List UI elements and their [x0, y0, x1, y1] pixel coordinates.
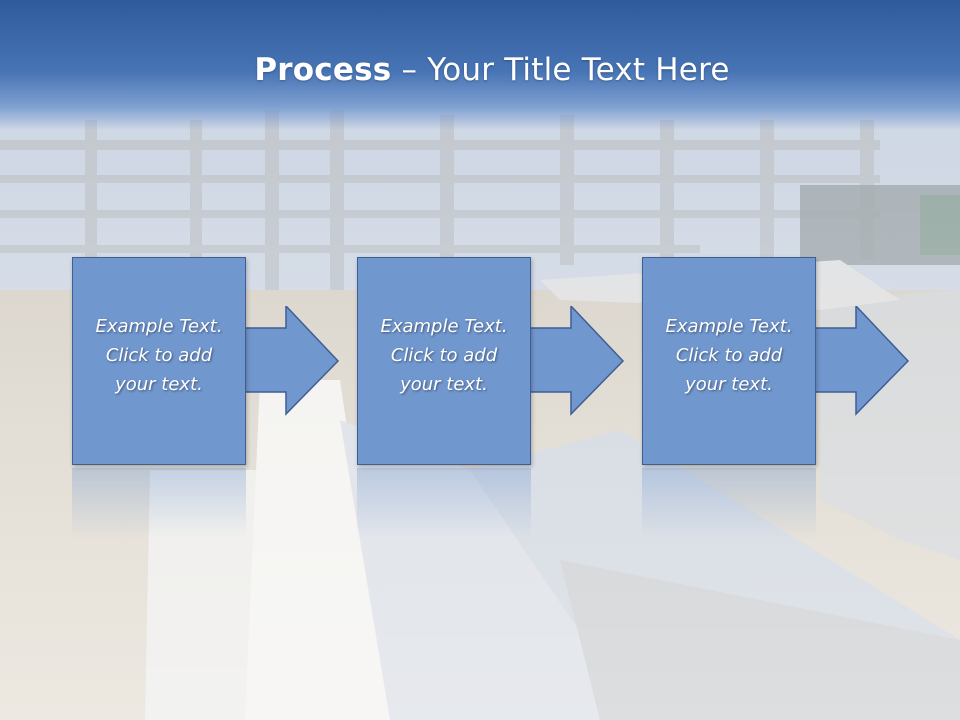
step-1-text[interactable]: Example Text. Click to add your text.	[73, 312, 245, 399]
step-2-reflection	[357, 468, 531, 538]
step-3-reflection	[642, 468, 816, 538]
process-step-1[interactable]: Example Text. Click to add your text.	[72, 257, 246, 465]
step-2-text[interactable]: Example Text. Click to add your text.	[358, 312, 530, 399]
right-arrow-icon	[236, 306, 340, 416]
title-band	[0, 0, 960, 130]
process-step-2[interactable]: Example Text. Click to add your text.	[357, 257, 531, 465]
title-rest-text: – Your Title Text Here	[391, 52, 730, 88]
step-3-line-3: your text.	[685, 374, 773, 395]
step-1-reflection	[72, 468, 246, 538]
slide-title[interactable]: Process – Your Title Text Here	[0, 52, 960, 88]
step-3-line-2: Click to add	[675, 345, 783, 366]
step-2-line-1: Example Text.	[380, 316, 508, 337]
step-3-text[interactable]: Example Text. Click to add your text.	[643, 312, 815, 399]
step-1-line-3: your text.	[115, 374, 203, 395]
step-3-line-1: Example Text.	[665, 316, 793, 337]
step-1-line-2: Click to add	[105, 345, 213, 366]
title-bold-text: Process	[254, 52, 392, 88]
right-arrow-icon	[806, 306, 910, 416]
right-arrow-icon	[521, 306, 625, 416]
process-step-3[interactable]: Example Text. Click to add your text.	[642, 257, 816, 465]
step-1-line-1: Example Text.	[95, 316, 223, 337]
step-2-line-2: Click to add	[390, 345, 498, 366]
step-2-line-3: your text.	[400, 374, 488, 395]
